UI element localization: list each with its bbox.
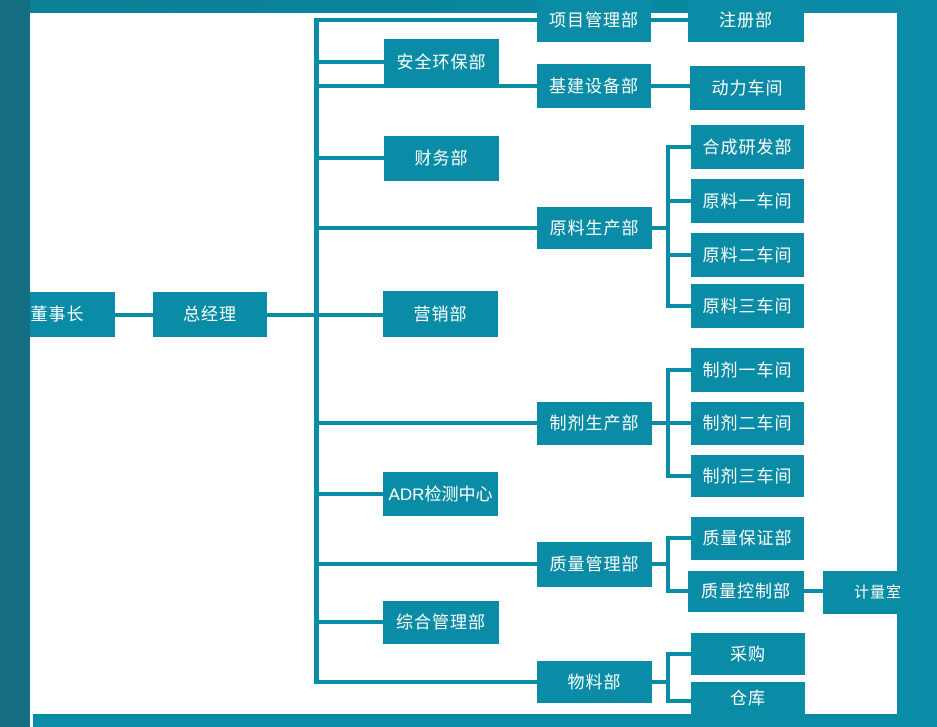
org-node-prep-workshop-1[interactable]: 制剂一车间 — [691, 348, 804, 392]
org-node-adr-testing-center[interactable]: ADR检测中心 — [383, 472, 498, 516]
border-right-bar — [897, 0, 937, 727]
org-node-safety-environment[interactable]: 安全环保部 — [384, 39, 499, 85]
org-node-prep-workshop-3[interactable]: 制剂三车间 — [691, 455, 804, 497]
org-node-finance[interactable]: 财务部 — [384, 136, 499, 181]
org-node-materials[interactable]: 物料部 — [537, 661, 652, 703]
connector-raw-production — [319, 226, 537, 230]
connector-general-admin — [319, 620, 383, 624]
stub-materials — [652, 680, 668, 684]
org-node-quality-control[interactable]: 质量控制部 — [688, 571, 804, 612]
connector-finance — [319, 156, 384, 160]
org-node-quality-assurance[interactable]: 质量保证部 — [691, 517, 804, 560]
stub-raw-production — [652, 226, 668, 230]
org-node-warehouse[interactable]: 仓库 — [691, 682, 805, 720]
org-node-raw-workshop-1[interactable]: 原料一车间 — [691, 179, 804, 223]
org-node-quality-management[interactable]: 质量管理部 — [537, 542, 652, 587]
subline-raw-production — [666, 145, 670, 308]
org-node-synthesis-rd[interactable]: 合成研发部 — [691, 125, 804, 169]
connector-project-registration — [651, 18, 688, 22]
connector-prep-production — [319, 421, 537, 425]
org-node-registration[interactable]: 注册部 — [688, 0, 804, 42]
stub-quality-management — [652, 562, 668, 566]
stub-purchasing — [668, 652, 691, 656]
org-node-metrology-room[interactable]: 计量室 — [823, 571, 933, 614]
connector-project-management — [319, 18, 537, 22]
connector-infra-power — [651, 84, 690, 88]
org-node-power-workshop[interactable]: 动力车间 — [690, 66, 805, 110]
org-node-marketing[interactable]: 营销部 — [383, 291, 498, 337]
stub-raw-workshop-1 — [668, 199, 691, 203]
subline-quality-management — [666, 536, 670, 593]
border-left-bar — [0, 0, 30, 727]
stub-prep-production — [652, 421, 668, 425]
connector-adr-center — [319, 492, 383, 496]
connector-infrastructure — [319, 84, 537, 88]
connector-materials — [319, 680, 537, 684]
org-node-raw-workshop-2[interactable]: 原料二车间 — [691, 233, 804, 277]
stub-synthesis-rd — [668, 145, 691, 149]
stub-prep-workshop-2 — [668, 421, 691, 425]
org-node-general-manager[interactable]: 总经理 — [153, 292, 267, 337]
org-node-general-admin[interactable]: 综合管理部 — [383, 601, 499, 644]
stub-raw-workshop-3 — [668, 304, 691, 308]
stub-raw-workshop-2 — [668, 253, 691, 257]
stub-warehouse — [668, 699, 691, 703]
subline-materials — [666, 652, 670, 703]
connector-chairman-gm — [115, 313, 153, 317]
org-node-purchasing[interactable]: 采购 — [691, 633, 805, 675]
trunk-vertical-line — [314, 18, 319, 684]
org-node-infrastructure-equipment[interactable]: 基建设备部 — [537, 64, 651, 108]
stub-quality-control — [668, 589, 691, 593]
org-node-preparation-production[interactable]: 制剂生产部 — [537, 402, 652, 445]
stub-prep-workshop-3 — [668, 474, 691, 478]
org-node-raw-material-production[interactable]: 原料生产部 — [537, 207, 652, 249]
org-node-prep-workshop-2[interactable]: 制剂二车间 — [691, 402, 804, 445]
connector-quality-management — [319, 562, 537, 566]
connector-safety-environment — [319, 60, 384, 64]
org-node-raw-workshop-3[interactable]: 原料三车间 — [691, 284, 804, 328]
org-node-project-management[interactable]: 项目管理部 — [537, 0, 651, 42]
stub-quality-assurance — [668, 536, 691, 540]
connector-gm-trunk — [267, 313, 383, 317]
connector-qc-metrology — [804, 589, 823, 593]
stub-prep-workshop-1 — [668, 368, 691, 372]
